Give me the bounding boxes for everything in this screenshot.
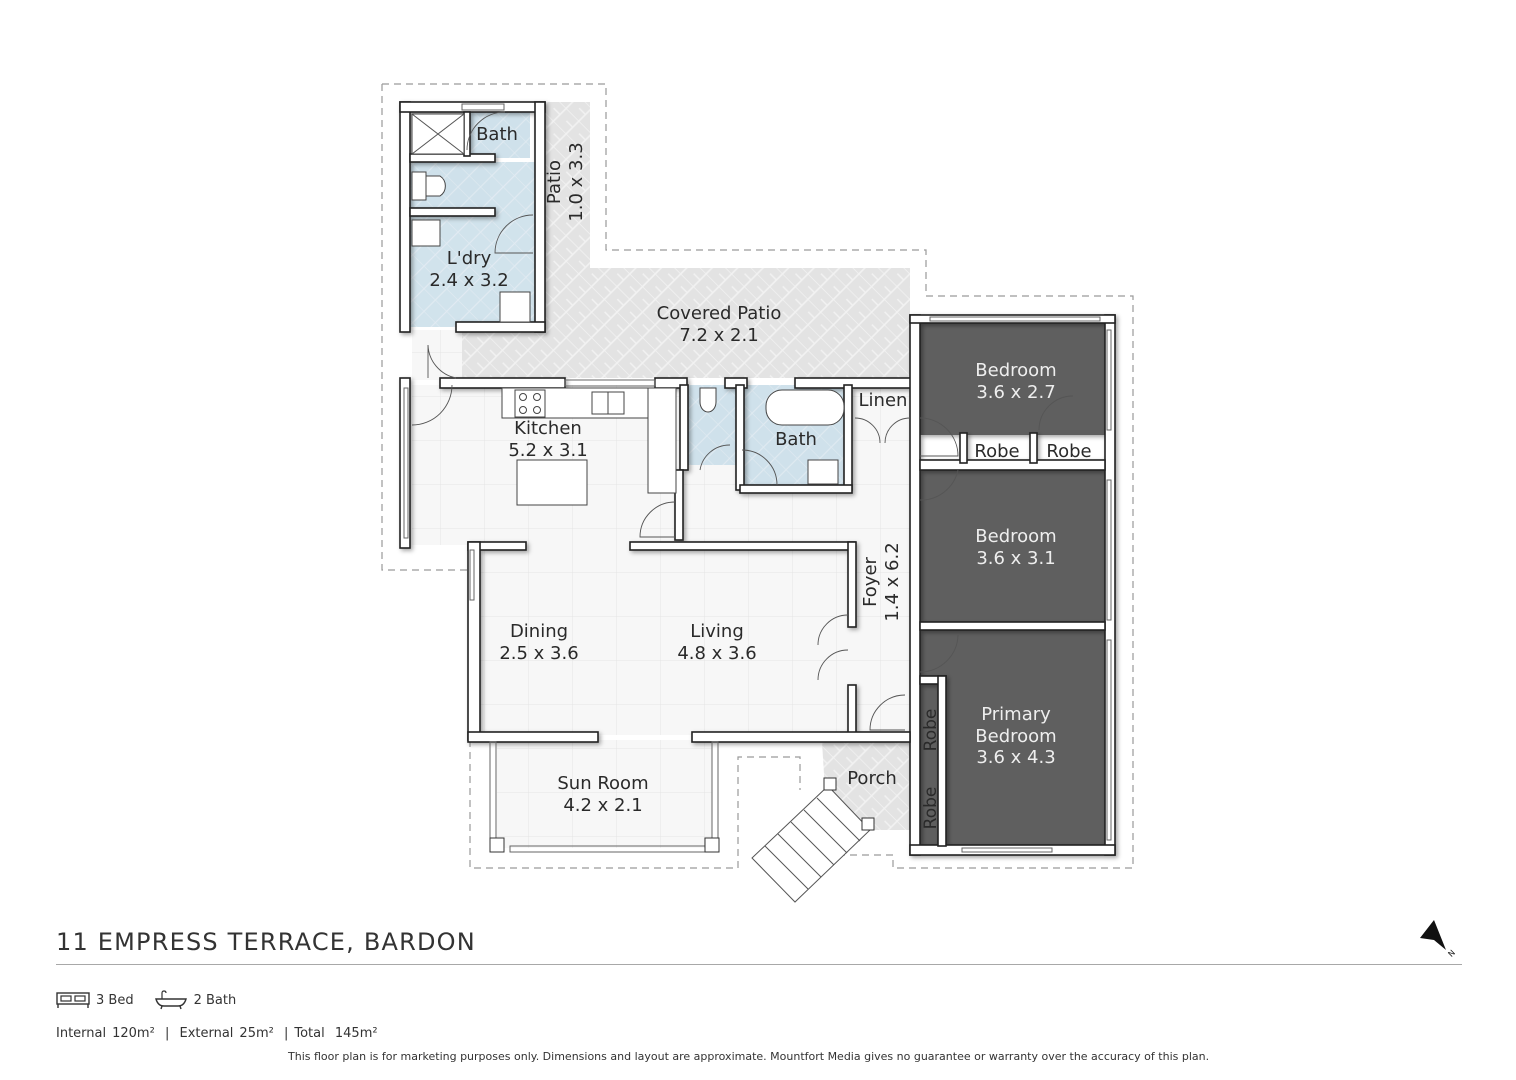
bed-label: 3 Bed: [96, 992, 134, 1008]
room-bedroom-3: Bedroom: [975, 526, 1056, 547]
kitchen-island: [516, 459, 588, 506]
room-labels: Bath L'dry 2.4 x 3.2 Patio 1.0 x 3.3 Cov…: [429, 124, 1091, 829]
room-robe-1: Robe: [974, 441, 1019, 462]
bathtub: [765, 389, 845, 426]
disclaimer: This floor plan is for marketing purpose…: [288, 1050, 1210, 1063]
svg-text:1.0 x 3.3: 1.0 x 3.3: [566, 142, 587, 221]
svg-text:Bedroom: Bedroom: [975, 726, 1056, 747]
porch-stairs: [751, 777, 875, 903]
room-foyer: Foyer: [860, 556, 881, 606]
bathtub-icon: [154, 990, 187, 1010]
total-label: Total: [294, 1026, 325, 1041]
svg-text:3.6 x 2.7: 3.6 x 2.7: [976, 382, 1055, 403]
room-sun-room: Sun Room: [557, 773, 648, 794]
room-robe-3: Robe: [921, 709, 941, 752]
svg-text:1.4 x 6.2: 1.4 x 6.2: [882, 542, 903, 621]
room-dining: Dining: [510, 621, 568, 642]
svg-text:5.2 x 3.1: 5.2 x 3.1: [508, 440, 587, 461]
room-bath-rear: Bath: [476, 124, 518, 145]
svg-text:N: N: [1446, 948, 1457, 959]
bed-count: 3 Bed: [56, 991, 134, 1009]
door-swings: [411, 111, 1074, 731]
toilet: [699, 387, 717, 413]
external-label: External: [179, 1026, 234, 1041]
room-bath: Bath: [775, 429, 817, 450]
svg-text:2.5 x 3.6: 2.5 x 3.6: [499, 643, 578, 664]
patio-area: [462, 102, 910, 830]
bath-count: 2 Bath: [154, 990, 237, 1010]
room-robe-4: Robe: [921, 787, 941, 830]
walls: [399, 101, 1116, 856]
external-value: 25m²: [239, 1026, 274, 1041]
svg-text:3.6 x 3.1: 3.6 x 3.1: [976, 548, 1055, 569]
room-patio: Patio: [544, 160, 565, 204]
svg-text:2.4 x 3.2: 2.4 x 3.2: [429, 270, 508, 291]
room-laundry: L'dry: [447, 248, 492, 269]
room-porch: Porch: [847, 768, 897, 789]
north-arrow-icon: N: [1420, 920, 1457, 959]
svg-text:3.6 x 4.3: 3.6 x 4.3: [976, 747, 1055, 768]
fixtures: [411, 113, 845, 506]
room-linen: Linen: [859, 390, 908, 411]
bath-label: 2 Bath: [193, 992, 237, 1008]
washing-machine: [499, 291, 531, 323]
internal-value: 120m²: [112, 1026, 155, 1041]
windows: [403, 103, 1112, 853]
property-address: 11 EMPRESS TERRACE, BARDON: [56, 928, 476, 956]
bed-icon: [56, 992, 90, 1008]
laundry-sink: [411, 219, 441, 247]
room-bedroom-2: Bedroom: [975, 360, 1056, 381]
room-primary-bedroom: Primary: [981, 704, 1051, 725]
property-stats: 3 Bed 2 Bath: [56, 990, 256, 1010]
svg-text:7.2 x 2.1: 7.2 x 2.1: [679, 325, 758, 346]
svg-text:4.2 x 2.1: 4.2 x 2.1: [563, 795, 642, 816]
cooktop: [514, 389, 546, 418]
divider: [56, 964, 1462, 965]
room-living: Living: [690, 621, 744, 642]
site-boundary: [381, 83, 1134, 869]
room-robe-2: Robe: [1046, 441, 1091, 462]
room-kitchen: Kitchen: [514, 418, 582, 439]
svg-text:4.8 x 3.6: 4.8 x 3.6: [677, 643, 756, 664]
floor-plan: Bath L'dry 2.4 x 3.2 Patio 1.0 x 3.3 Cov…: [381, 83, 1134, 903]
toilet-cistern: [411, 171, 427, 201]
compass: N: [1418, 918, 1462, 966]
total-value: 145m²: [334, 1026, 378, 1041]
room-covered-patio: Covered Patio: [657, 303, 782, 324]
basin: [807, 459, 839, 485]
bedrooms: [920, 320, 1105, 845]
internal-label: Internal: [56, 1026, 107, 1041]
